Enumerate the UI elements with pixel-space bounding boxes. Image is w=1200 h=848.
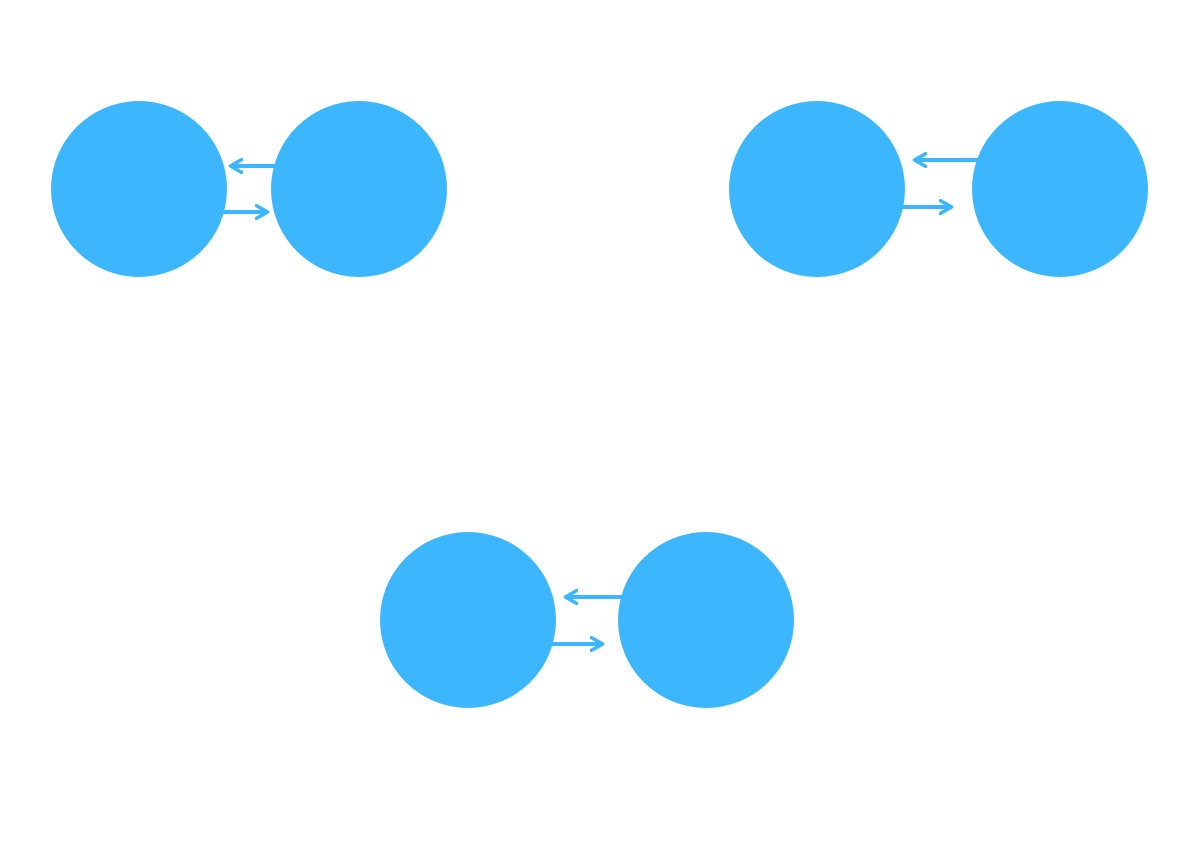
node-right	[618, 532, 794, 708]
node-pair-top-left	[51, 101, 447, 277]
node-pair-bottom-center	[380, 532, 794, 708]
node-left	[51, 101, 227, 277]
node-left	[380, 532, 556, 708]
node-right	[271, 101, 447, 277]
node-pair-top-right	[729, 101, 1148, 277]
node-left	[729, 101, 905, 277]
node-right	[972, 101, 1148, 277]
